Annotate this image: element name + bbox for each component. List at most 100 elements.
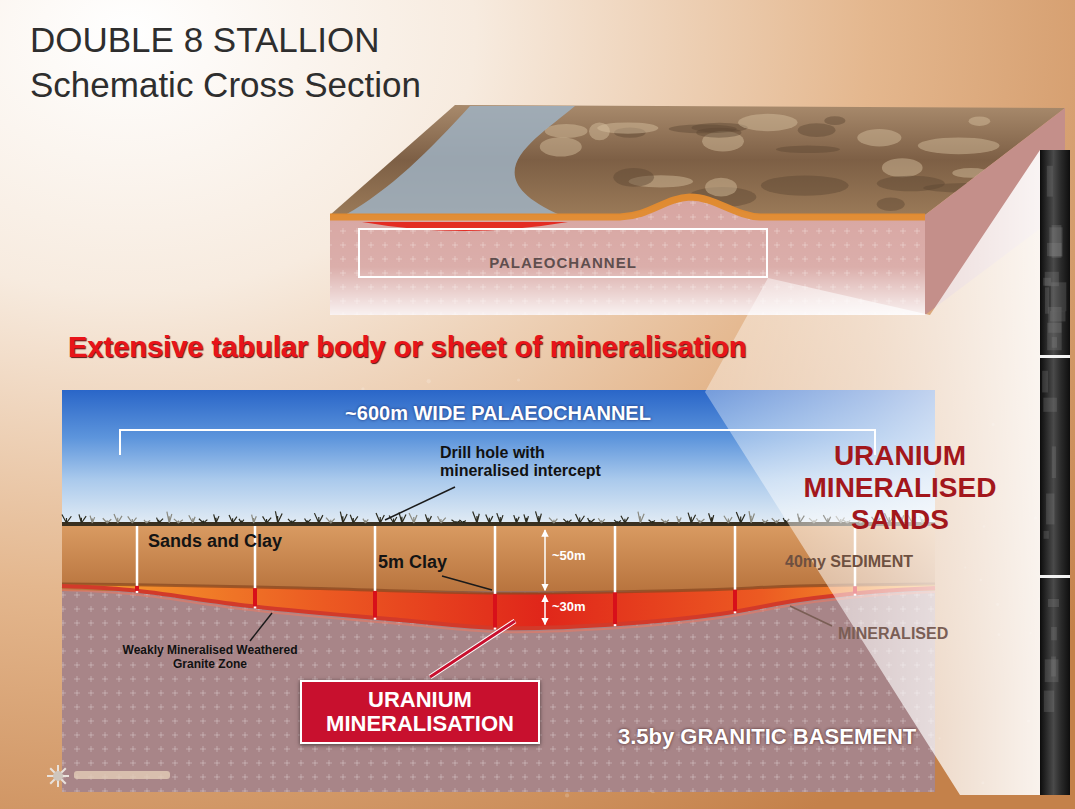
basement-label: 3.5by GRANITIC BASEMENT — [618, 724, 916, 750]
shrub — [214, 514, 219, 523]
shrub — [114, 514, 122, 523]
shrub — [314, 513, 322, 523]
core-texture — [1047, 166, 1053, 197]
shrub — [749, 511, 754, 523]
terrain-patch — [613, 168, 654, 187]
mineralised-intercept — [373, 591, 377, 618]
uranium-mineralisation-layer — [62, 584, 935, 628]
drill-hole — [494, 526, 497, 630]
shrub — [409, 513, 417, 523]
surface-layer — [330, 197, 925, 217]
shrub — [688, 513, 696, 523]
terrain-patch — [918, 137, 1000, 154]
shrub — [762, 519, 768, 523]
shrub — [438, 516, 446, 523]
core-texture — [1051, 282, 1066, 311]
clay-band — [62, 584, 935, 593]
leader-line — [442, 576, 492, 590]
shrub — [576, 514, 585, 523]
shrub — [549, 518, 557, 523]
terrain-patch — [540, 137, 582, 156]
terrain-patch — [824, 116, 845, 125]
layer-label: 40my SEDIMENT — [785, 552, 913, 571]
terrain-patch — [669, 124, 737, 133]
shrub — [497, 513, 503, 523]
leader-line — [790, 606, 832, 626]
shrub — [524, 514, 529, 523]
core-texture — [1052, 337, 1057, 348]
leader-line — [385, 487, 455, 520]
terrain-patch — [597, 122, 658, 133]
shrub — [363, 519, 368, 523]
dimension-arrow — [544, 530, 546, 590]
core-texture — [1051, 627, 1057, 640]
mineralised-intercept — [135, 586, 139, 591]
callout-note: Drill hole with mineralised intercept — [440, 444, 630, 479]
shrub — [376, 513, 384, 523]
shrub — [724, 516, 732, 523]
shrub — [649, 520, 655, 523]
logo-core — [53, 771, 63, 781]
mineralisation-box: URANIUM MINERALISATION — [300, 680, 540, 744]
shrub — [473, 511, 480, 523]
shrub — [275, 511, 282, 523]
headline-note: Extensive tabular body or sheet of miner… — [68, 330, 746, 365]
shrub — [536, 511, 542, 523]
logo-wordmark — [74, 771, 170, 779]
shrub — [736, 512, 745, 523]
water-body — [345, 106, 575, 215]
thickness-dimension: ~50m — [552, 548, 586, 564]
mineralised-intercept — [733, 590, 737, 612]
mineralised-intercept — [253, 588, 257, 606]
core-texture — [1043, 398, 1057, 412]
layer-label: Sands and Clay — [148, 531, 282, 553]
sand-speck — [517, 378, 520, 381]
drill-hole — [136, 526, 139, 593]
weathered-granite-zone — [62, 586, 935, 628]
terrain-patch — [969, 116, 991, 126]
sand-speck — [565, 793, 569, 797]
shrub — [199, 519, 207, 523]
shrub — [425, 514, 431, 523]
shrub — [263, 516, 272, 523]
core-texture — [1045, 659, 1059, 682]
terrain-patch — [738, 114, 797, 131]
drill-core — [1040, 150, 1070, 795]
shrub — [399, 512, 406, 523]
shrub — [588, 518, 595, 523]
core-texture — [1043, 278, 1051, 286]
highlight-note: URANIUM MINERALISED SANDS — [765, 440, 1035, 537]
shrub — [661, 519, 669, 523]
shrub — [252, 515, 257, 523]
subtitle: Schematic Cross Section — [30, 64, 421, 106]
shrub — [157, 518, 164, 523]
terrain-patch — [761, 175, 849, 195]
weathered-granite-halo — [62, 590, 935, 632]
core-texture — [1048, 599, 1059, 607]
shrub — [103, 518, 112, 523]
leader-line — [430, 621, 515, 677]
zoom-wedge — [705, 150, 1040, 795]
drill-hole — [614, 526, 617, 626]
granite-basement — [62, 560, 935, 792]
shrub — [486, 514, 493, 523]
core-break — [1040, 575, 1070, 578]
mineralised-intercept — [613, 592, 617, 624]
shrub — [621, 516, 629, 523]
mineralised-intercept — [493, 594, 497, 628]
shrub — [326, 518, 335, 523]
shrub — [167, 512, 172, 523]
shrub — [128, 516, 137, 523]
layer-label: MINERALISED — [838, 624, 948, 643]
layer-label: 5m Clay — [378, 552, 447, 574]
terrain-patch — [545, 124, 588, 138]
core-texture — [1052, 446, 1056, 478]
core-texture — [1047, 243, 1062, 256]
shrub — [638, 512, 644, 523]
shrub — [288, 519, 296, 523]
drill-hole — [374, 526, 377, 620]
terrain-patch — [877, 176, 945, 192]
thickness-dimension: ~30m — [552, 599, 586, 615]
